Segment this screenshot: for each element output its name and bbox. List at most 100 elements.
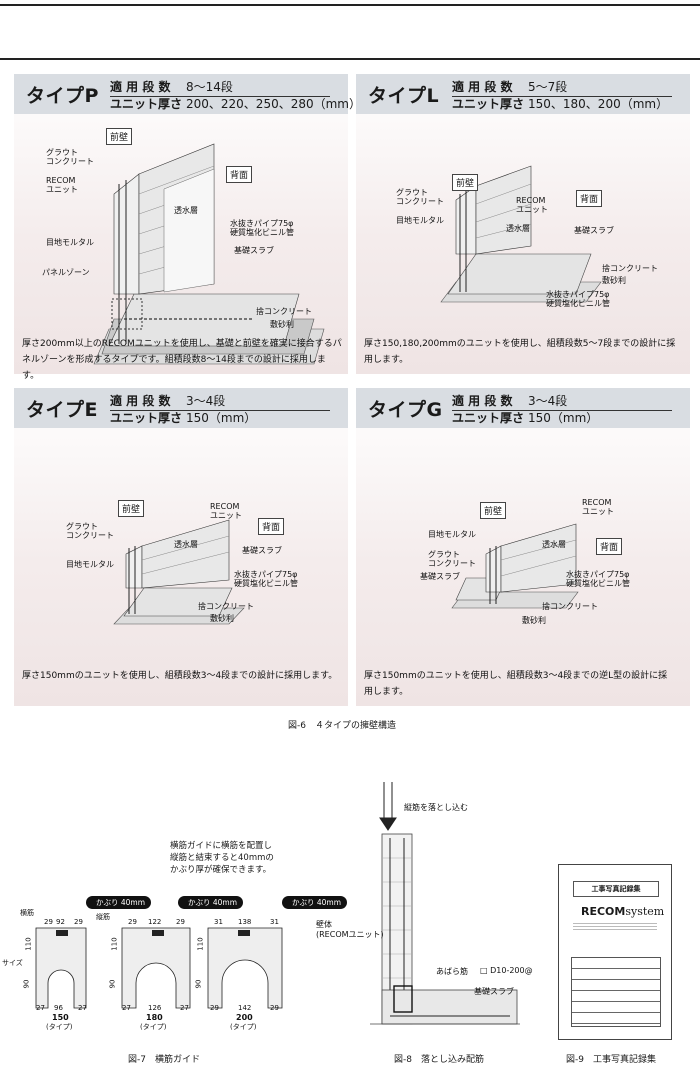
- wall-label: 壁体(RECOMユニット): [316, 920, 384, 939]
- guide-size: 180: [146, 1013, 163, 1022]
- label-back: 背面: [226, 166, 253, 183]
- label-back: 背面: [596, 538, 623, 555]
- type-name: タイプL: [368, 85, 440, 107]
- label-back: 背面: [258, 518, 285, 535]
- label-sute: 捨コンクリート: [256, 307, 312, 316]
- dim-h2: 90: [108, 979, 117, 989]
- dim-bottom-left: 29: [210, 1004, 219, 1012]
- panel-description: 厚さ150mmのユニットを使用し、組積段数3～4段までの逆L型の設計に採用します…: [364, 671, 668, 697]
- dim-top-right: 29: [74, 918, 83, 926]
- retaining-wall-illustration: [440, 165, 602, 303]
- panel-description: 厚さ200mm以上のRECOMユニットを使用し、基礎と前壁を確実に接合するパネル…: [22, 339, 342, 381]
- fig8-caption: 図-8 落とし込み配筋: [394, 1055, 484, 1065]
- retaining-wall-illustration: [113, 519, 245, 625]
- dim-bottom-right: 29: [270, 1004, 279, 1012]
- label-permeable: 透水層: [506, 224, 530, 233]
- rebar-guide-drawings: [35, 927, 283, 1009]
- label-joint: 目地モルタル: [396, 216, 444, 225]
- guide-size: 150: [52, 1013, 69, 1022]
- label-grout: グラウトコンクリート: [396, 188, 444, 206]
- dim-top-right: 29: [176, 918, 185, 926]
- dim-bottom-mid: 126: [148, 1004, 162, 1012]
- dim-top-mid: 92: [56, 918, 65, 926]
- guide-size: 200: [236, 1013, 253, 1022]
- type-name: タイプG: [368, 399, 443, 421]
- dim-bottom-right: 27: [180, 1004, 189, 1012]
- guide-sub: (タイプ): [230, 1023, 257, 1031]
- label-panel-zone: パネルゾーン: [42, 268, 90, 277]
- dim-bottom-left: 27: [36, 1004, 45, 1012]
- cover-label: かぶり 40mm: [282, 896, 348, 909]
- book-title: 工事写真記録集: [573, 881, 659, 897]
- dim-bottom-right: 27: [78, 1004, 87, 1012]
- label-joint: 目地モルタル: [428, 530, 476, 539]
- guide-sub: (タイプ): [46, 1023, 73, 1031]
- label-joint: 目地モルタル: [46, 238, 94, 247]
- label-sute: 捨コンクリート: [542, 602, 598, 611]
- fig9-caption: 図-9 工事写真記録集: [566, 1055, 656, 1065]
- retaining-wall-illustration: [451, 523, 579, 609]
- label-slab: 基礎スラブ: [234, 246, 274, 255]
- dim-top-right: 31: [270, 918, 279, 926]
- label-gravel: 敷砂利: [210, 614, 234, 623]
- dim-top-left: 29: [44, 918, 53, 926]
- dim-bottom-left: 27: [122, 1004, 131, 1012]
- type-name: タイプP: [26, 85, 99, 107]
- dim-bottom-mid: 142: [238, 1004, 252, 1012]
- label-gravel: 敷砂利: [602, 276, 626, 285]
- retaining-wall-illustration: [93, 143, 325, 365]
- dim-h1: 110: [24, 937, 33, 951]
- dim-top-left: 31: [214, 918, 223, 926]
- dim-top-mid: 122: [148, 918, 162, 926]
- label-permeable: 透水層: [174, 540, 198, 549]
- top-rule: [0, 4, 700, 6]
- label-tate: 縦筋: [96, 913, 110, 921]
- panel-description: 厚さ150,180,200mmのユニットを使用し、組積段数5～7段までの設計に採…: [364, 339, 676, 365]
- label-joint: 目地モルタル: [66, 560, 114, 569]
- dim-h2: 90: [22, 979, 31, 989]
- cover-label: かぶり 40mm: [86, 896, 152, 909]
- drop-label: 縦筋を落とし込む: [404, 803, 468, 812]
- label-slab: 基礎スラブ: [420, 572, 460, 581]
- label-gravel: 敷砂利: [270, 320, 294, 329]
- header-rule: [0, 58, 700, 60]
- label-gravel: 敷砂利: [522, 616, 546, 625]
- label-sute: 捨コンクリート: [198, 602, 254, 611]
- label-front: 前壁: [480, 502, 507, 519]
- dim-top-mid: 138: [238, 918, 252, 926]
- book-subtitle-lines: [573, 923, 657, 931]
- dim-h1: 110: [110, 937, 119, 951]
- slab-label: 基礎スラブ: [474, 987, 514, 996]
- label-front: 前壁: [106, 128, 133, 145]
- fig6-caption: 図-6 ４タイプの擁壁構造: [288, 721, 396, 731]
- recom-logo: RECOMsystem: [581, 905, 665, 918]
- label-yoko: 横筋: [20, 909, 34, 917]
- label-slab: 基礎スラブ: [242, 546, 282, 555]
- dim-h1: 110: [196, 937, 205, 951]
- book-form-table: [571, 957, 661, 1027]
- dim-top-left: 29: [128, 918, 137, 926]
- cover-label: かぶり 40mm: [178, 896, 244, 909]
- label-permeable: 透水層: [174, 206, 198, 215]
- abara-label: あばら筋: [436, 967, 468, 976]
